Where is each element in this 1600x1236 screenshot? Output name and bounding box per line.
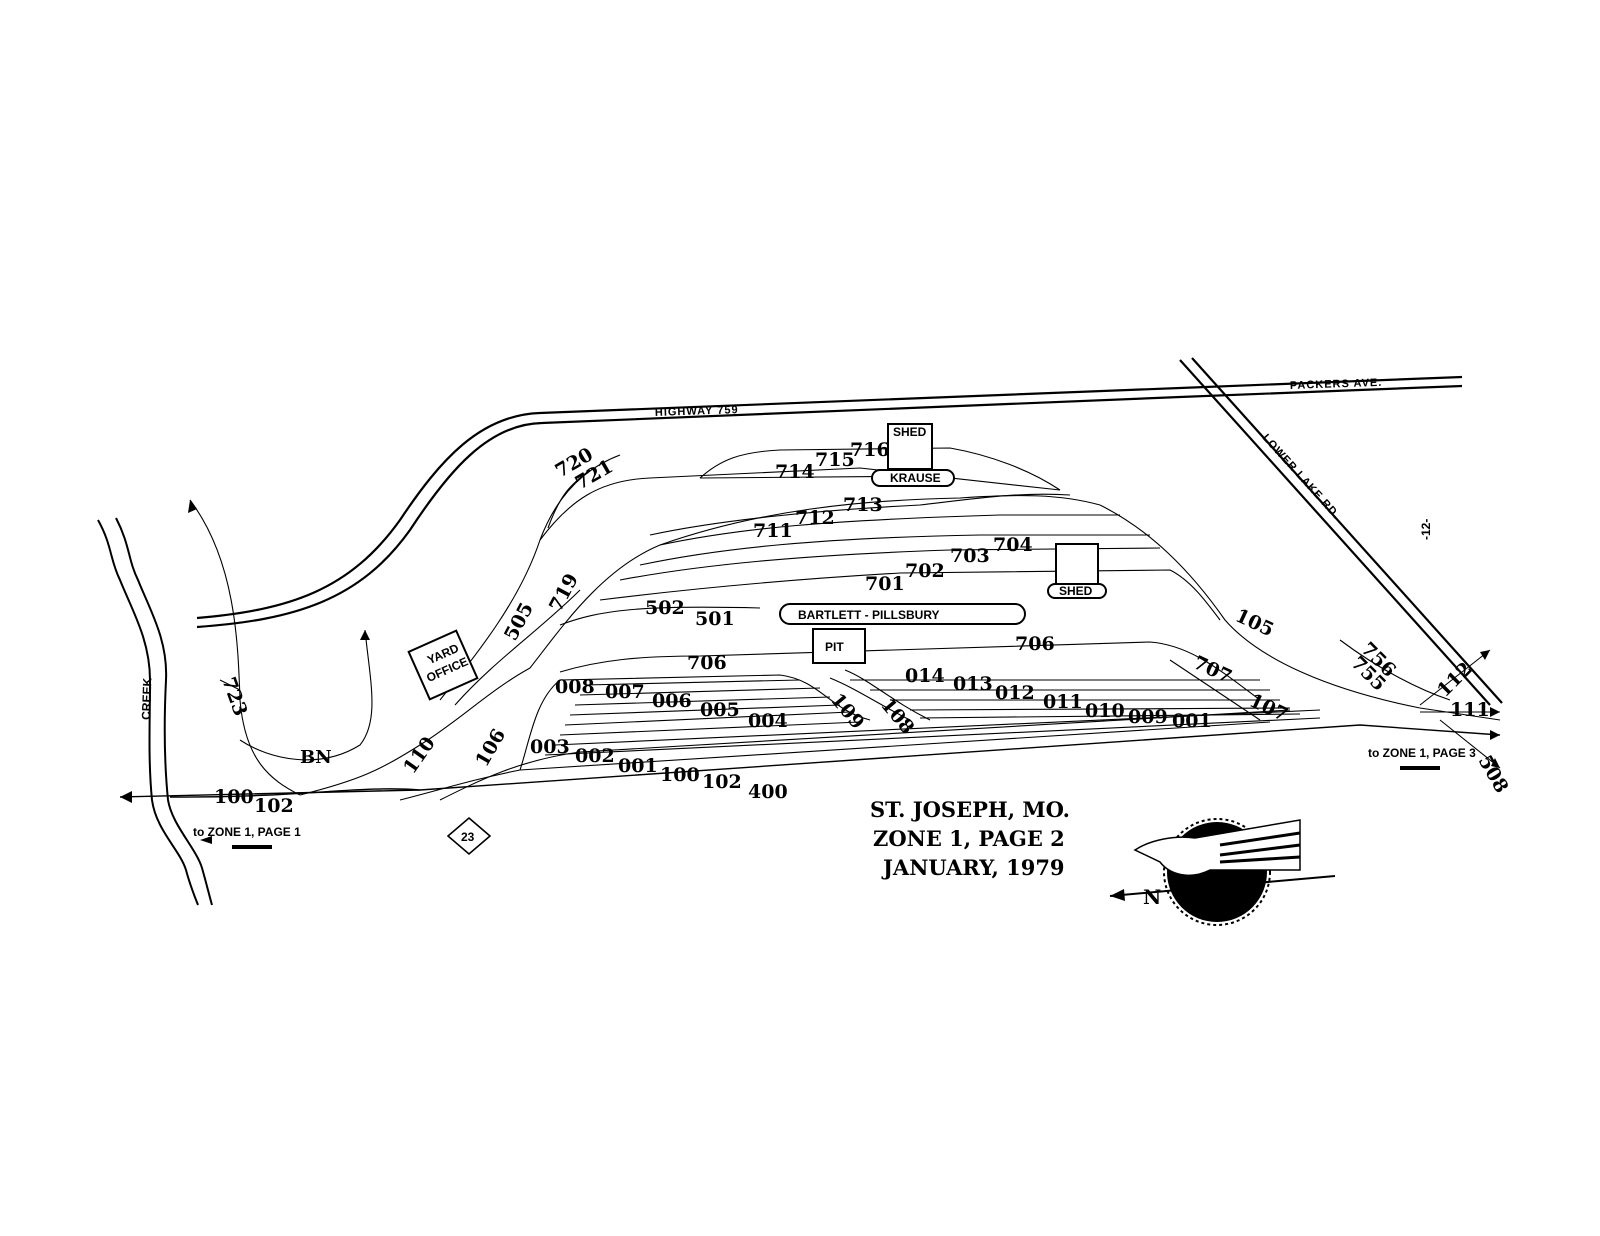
arrow-east2-icon bbox=[1490, 730, 1500, 740]
packers-ave-label: PACKERS AVE. bbox=[1290, 377, 1383, 392]
track-011: 011 bbox=[1043, 691, 1083, 713]
title-line-3: JANUARY, 1979 bbox=[881, 855, 1065, 880]
track-002: 002 bbox=[575, 745, 615, 767]
track-505: 505 bbox=[500, 599, 538, 644]
track-714: 714 bbox=[775, 461, 815, 483]
pit-box bbox=[812, 628, 866, 664]
milepost-label: 23 bbox=[461, 830, 475, 844]
track-508: 508 bbox=[1474, 752, 1513, 797]
yard-office: YARD OFFICE bbox=[407, 629, 479, 701]
eagle-icon bbox=[1133, 819, 1301, 877]
zone1-page1-arrow-icon bbox=[200, 836, 212, 844]
krause-label: KRAUSE bbox=[890, 471, 941, 485]
track-501: 501 bbox=[695, 608, 735, 630]
compass-logo: N bbox=[1109, 818, 1336, 926]
track-010: 010 bbox=[1085, 700, 1125, 722]
track-715: 715 bbox=[815, 449, 855, 471]
page-marker: -12- bbox=[1419, 519, 1433, 540]
track-014: 014 bbox=[905, 665, 945, 687]
track-003: 003 bbox=[530, 736, 570, 758]
zone1-page3-bar bbox=[1400, 766, 1440, 770]
creek-label: CREEK bbox=[139, 677, 154, 720]
track-711: 711 bbox=[753, 520, 793, 542]
track-013: 013 bbox=[953, 673, 993, 695]
tracks bbox=[119, 447, 1501, 801]
zone1-page1-bar bbox=[232, 845, 272, 849]
direction-arrows bbox=[120, 500, 1500, 803]
arrow-ne-icon bbox=[1480, 650, 1490, 660]
track-707: 707 bbox=[1190, 652, 1235, 689]
track-102-a: 102 bbox=[702, 771, 742, 793]
track-400: 400 bbox=[748, 781, 788, 803]
highway-759: HIGHWAY 759 PACKERS AVE. bbox=[196, 375, 1463, 629]
arrow-west-icon bbox=[120, 791, 132, 803]
track-713: 713 bbox=[843, 494, 883, 516]
shed-mid-label: SHED bbox=[1059, 584, 1093, 598]
milepost-diamond bbox=[446, 816, 492, 856]
zone1-page1-label: to ZONE 1, PAGE 1 bbox=[193, 825, 301, 839]
track-706-a: 706 bbox=[687, 652, 727, 674]
title-line-1: ST. JOSEPH, MO. bbox=[870, 797, 1070, 822]
pit-label: PIT bbox=[825, 640, 844, 654]
track-112: 112 bbox=[1433, 658, 1477, 702]
compass-arrowhead-icon bbox=[1110, 889, 1125, 901]
creek: CREEK bbox=[97, 517, 213, 906]
zone1-page3-label: to ZONE 1, PAGE 3 bbox=[1368, 746, 1476, 760]
track-723: 723 bbox=[217, 674, 251, 719]
track-012: 012 bbox=[995, 682, 1035, 704]
track-106: 106 bbox=[471, 725, 510, 770]
track-004: 004 bbox=[748, 710, 788, 732]
track-009: 009 bbox=[1128, 706, 1168, 728]
arrow-se-icon bbox=[1491, 758, 1500, 768]
title-block: ST. JOSEPH, MO. ZONE 1, PAGE 2 JANUARY, … bbox=[870, 797, 1070, 880]
track-001-a: 001 bbox=[618, 755, 658, 777]
track-006: 006 bbox=[652, 690, 692, 712]
track-105: 105 bbox=[1232, 605, 1277, 642]
bn-label: BN bbox=[300, 747, 332, 768]
track-110: 110 bbox=[399, 733, 440, 778]
track-005: 005 bbox=[700, 699, 740, 721]
track-008: 008 bbox=[555, 676, 595, 698]
track-502: 502 bbox=[645, 597, 685, 619]
shed-mid-box bbox=[1055, 543, 1099, 587]
arrow-bn2-icon bbox=[360, 630, 370, 640]
connections: to ZONE 1, PAGE 1 to ZONE 1, PAGE 3 23 B… bbox=[193, 746, 1476, 856]
track-703: 703 bbox=[950, 545, 990, 567]
track-102-b: 102 bbox=[254, 795, 294, 817]
arrow-bn-icon bbox=[188, 500, 197, 513]
track-704: 704 bbox=[993, 534, 1033, 556]
title-line-2: ZONE 1, PAGE 2 bbox=[873, 826, 1065, 851]
track-111: 111 bbox=[1450, 699, 1490, 721]
track-706-b: 706 bbox=[1015, 633, 1055, 655]
bartlett-label: BARTLETT - PILLSBURY bbox=[798, 608, 940, 622]
track-716: 716 bbox=[850, 439, 890, 461]
shed-top-box bbox=[887, 423, 933, 470]
krause-box bbox=[871, 469, 955, 487]
track-701: 701 bbox=[865, 573, 905, 595]
compass-n-label: N bbox=[1143, 885, 1161, 909]
track-007: 007 bbox=[605, 681, 645, 703]
arrow-east1-icon bbox=[1490, 707, 1500, 717]
bartlett-box bbox=[779, 603, 1026, 625]
shed-top-label: SHED bbox=[893, 425, 927, 439]
lower-lake-label: LOWER LAKE RD. bbox=[1260, 432, 1342, 522]
highway-label: HIGHWAY 759 bbox=[655, 404, 739, 419]
track-702: 702 bbox=[905, 560, 945, 582]
track-001-b: 001 bbox=[1172, 710, 1212, 732]
track-100-b: 100 bbox=[214, 786, 254, 808]
compass-arrow bbox=[1109, 875, 1336, 897]
lower-lake-rd: LOWER LAKE RD. bbox=[1179, 357, 1503, 706]
shed-mid-tag bbox=[1047, 583, 1107, 599]
track-109: 109 bbox=[826, 689, 868, 734]
track-100-a: 100 bbox=[660, 764, 700, 786]
track-712: 712 bbox=[795, 507, 835, 529]
buildings: SHED KRAUSE SHED BARTLETT - PILLSBURY PI… bbox=[407, 423, 1107, 701]
